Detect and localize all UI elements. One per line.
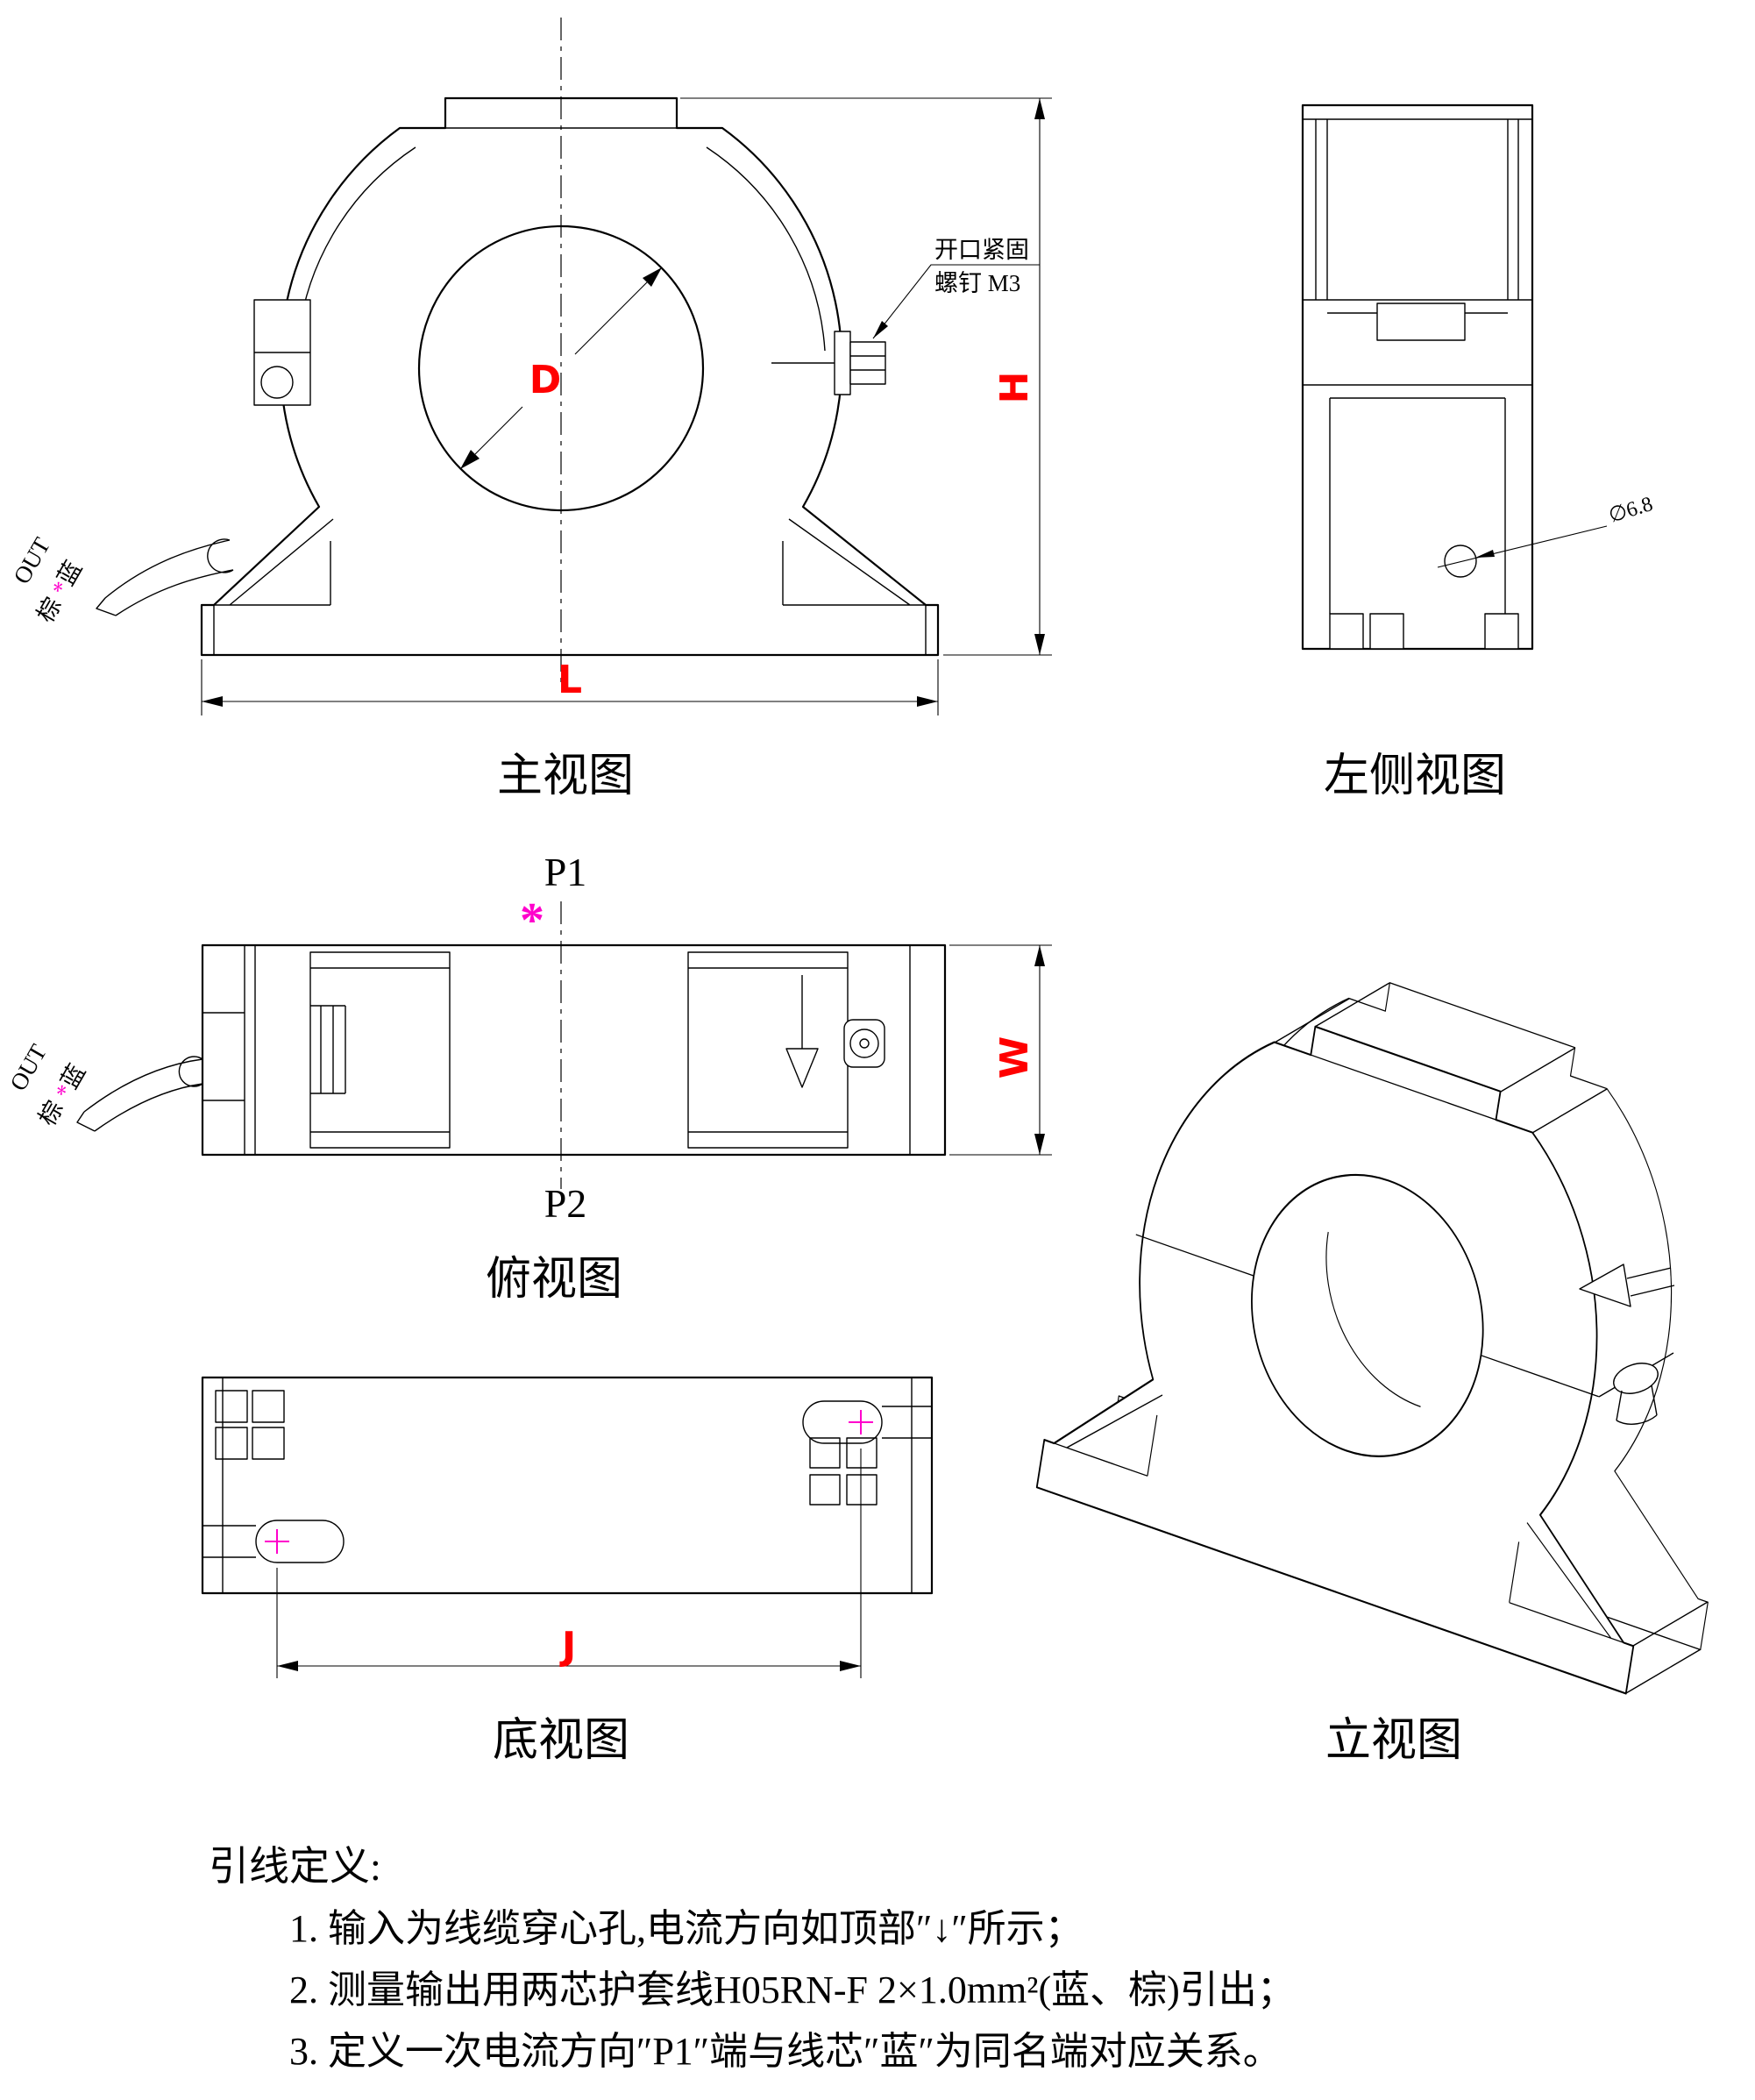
iso-screw-knob	[1613, 1363, 1659, 1394]
leader-arrow	[1475, 550, 1495, 558]
top-dim-w-lines	[949, 944, 1052, 1156]
p1-star-mark: *	[520, 893, 544, 948]
dim-arrow	[277, 1661, 298, 1671]
top-view-title: 俯视图	[486, 1255, 622, 1305]
dim-arrow	[840, 1661, 861, 1671]
front-base-lines	[213, 518, 927, 655]
front-dim-h-lines	[680, 97, 1052, 656]
front-screw-head	[849, 341, 886, 385]
iso-bore-back-edge	[1325, 1231, 1421, 1407]
left-foot	[1484, 613, 1519, 650]
note-item-2: 2. 测量输出用两芯护套线H05RN-F 2×1.0mm²(蓝、棕)引出；	[289, 1968, 1296, 2011]
iso-current-arrow	[1579, 1264, 1631, 1307]
bottom-view-title: 底视图	[493, 1716, 629, 1766]
front-dim-h-label: H	[992, 372, 1037, 404]
front-view: D 开口紧固 螺钉 M3 H L OUT *蓝 棕 主视图	[8, 18, 1052, 801]
p1-label: P1	[544, 850, 587, 894]
left-detail-lines	[1303, 118, 1532, 614]
iso-view-title: 立视图	[1325, 1716, 1462, 1766]
left-mount-hole	[1444, 545, 1477, 578]
top-wire-blue-label: *蓝	[50, 1059, 90, 1103]
bottom-body-outline	[201, 1376, 934, 1595]
dim-arrow	[460, 450, 480, 469]
iso-screw-body	[1616, 1385, 1658, 1425]
front-dim-d-label: D	[529, 358, 562, 402]
dim-arrow	[1034, 945, 1045, 966]
dim-arrow	[1034, 1134, 1045, 1155]
left-body-outline	[1301, 103, 1534, 651]
front-view-title: 主视图	[497, 751, 634, 801]
left-hole-dim-label: ∅6.8	[1606, 493, 1655, 528]
left-foot	[1329, 613, 1364, 650]
top-screw-center	[859, 1038, 870, 1049]
bottom-detail-lines	[202, 1377, 932, 1593]
dim-arrow	[643, 267, 662, 287]
top-wire-out-label: OUT	[4, 1040, 52, 1095]
front-dim-d-line	[474, 281, 648, 455]
iso-front-face	[1035, 1025, 1635, 1695]
front-wire-blue-label: *蓝	[46, 556, 87, 600]
front-dim-l-label: L	[558, 658, 582, 702]
notes-title: 引线定义:	[209, 1844, 381, 1889]
current-direction-arrow	[785, 1048, 819, 1088]
iso-depth-edges	[1274, 982, 1709, 1694]
front-hinge-pin	[260, 366, 294, 399]
top-dim-w-label: W	[992, 1036, 1037, 1079]
top-detail-lines	[202, 945, 911, 1155]
p2-label: P2	[544, 1181, 587, 1226]
bottom-slot-left	[255, 1520, 345, 1563]
left-foot	[1369, 613, 1404, 650]
note-item-1: 1. 输入为线缆穿心孔,电流方向如顶部″↓″所示；	[289, 1907, 1084, 1950]
lead-wire-notes: 引线定义: 1. 输入为线缆穿心孔,电流方向如顶部″↓″所示； 2. 测量输出用…	[209, 1844, 1296, 2073]
front-screw-leader	[872, 264, 1040, 339]
bottom-dim-j-label: J	[559, 1624, 576, 1669]
iso-front-details	[1054, 1054, 1624, 1644]
front-screw-washer	[834, 331, 851, 395]
dim-arrow	[917, 696, 938, 707]
top-screw-circle	[849, 1029, 879, 1058]
dim-arrow	[1034, 98, 1045, 119]
front-wire-out-label: OUT	[8, 533, 55, 588]
note-item-3: 3. 定义一次电流方向″P1″端与线芯″蓝″为同名端对应关系。	[289, 2030, 1282, 2073]
top-wire-brown-label: 棕	[33, 1096, 68, 1129]
dim-arrow	[202, 696, 223, 707]
front-dim-l-lines	[201, 659, 939, 715]
bottom-mount-squares	[215, 1390, 878, 1506]
left-clamp-block	[1376, 303, 1466, 341]
front-split-line	[254, 352, 835, 364]
mount-hole-cross	[265, 1529, 289, 1554]
front-body-outline	[200, 96, 940, 657]
left-side-view: ∅6.8 左侧视图	[1301, 103, 1655, 801]
top-screw-boss	[843, 1019, 885, 1068]
top-body-outline	[201, 943, 947, 1157]
mount-hole-cross	[849, 1410, 873, 1434]
isometric-view: 立视图	[1035, 982, 1709, 1766]
front-wire-brown-label: 棕	[32, 593, 66, 626]
iso-hole	[1251, 1173, 1484, 1457]
front-inner-contour	[296, 127, 826, 352]
left-hole-leader	[1437, 525, 1608, 568]
top-output-wire	[76, 1056, 203, 1132]
leader-arrow	[873, 321, 888, 338]
front-screw-note-2: 螺钉 M3	[934, 270, 1020, 296]
front-screw-note-1: 开口紧固	[934, 237, 1029, 263]
bottom-dim-j-lines	[276, 1449, 862, 1678]
dim-arrow	[1034, 634, 1045, 655]
left-view-title: 左侧视图	[1324, 751, 1506, 801]
iso-arrow-shaft	[1626, 1267, 1675, 1297]
front-output-wire	[96, 538, 234, 616]
front-hole	[417, 224, 705, 512]
top-view: P1 * P2 W OUT *蓝 棕 俯视图	[4, 850, 1052, 1305]
front-screw-slots	[850, 355, 885, 371]
bottom-view: J 底视图	[201, 1376, 934, 1766]
bottom-slot-right	[802, 1400, 883, 1444]
